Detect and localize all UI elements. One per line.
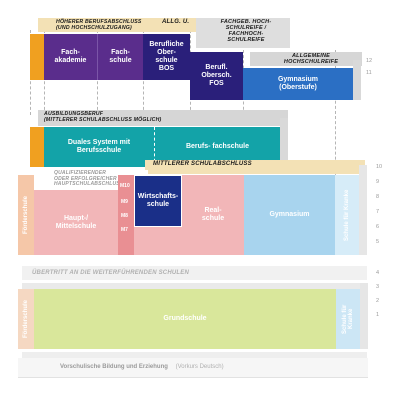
primar-top-face [22, 283, 367, 289]
vorschule-text: Vorschulische Bildung und Erziehung [60, 364, 168, 370]
grade-9: 9 [376, 179, 380, 185]
grade-4: 4 [376, 270, 380, 276]
sek2-header-fach: FACHGEB. HOCH- SCHULREIFE / FACHHOCH- SC… [196, 18, 290, 48]
gymnasium-oberstufe-box: Gymnasium (Oberstufe) [243, 68, 353, 100]
grade-5: 5 [376, 239, 380, 245]
grade-2: 2 [376, 298, 380, 304]
bos-box: Berufliche Ober- schule BOS [143, 34, 190, 80]
primar-right-edge [360, 283, 368, 349]
sek2-right-edge [353, 60, 361, 100]
hauptschule-box: Haupt-/ Mittelschule [34, 190, 118, 255]
sek2-header: HÖHERER BERUFSABSCHLUSS (UND HOCHSCHULZU… [38, 18, 193, 32]
realschule-box: Real- schule [182, 175, 244, 255]
sek2-orange-strip [30, 34, 44, 80]
ausbildung-right-edge [280, 118, 288, 167]
vorschule-band: Vorschulische Bildung und Erziehung (Vor… [18, 358, 368, 378]
fachakademie-box: Fach- akademie [44, 34, 97, 80]
foerderschule-primar: Förderschule [18, 289, 34, 349]
ausbildung-orange-strip [30, 127, 44, 167]
grade-11: 11 [366, 70, 372, 76]
wirtschaft-lower [134, 227, 182, 255]
uebertritt-band: ÜBERTRITT AN DIE WEITERFÜHRENDEN SCHULEN [22, 266, 367, 280]
grade-8: 8 [376, 194, 380, 200]
foerderschule-sek1: Förderschule [18, 175, 34, 255]
sek2-header-hoch: ALLGEMEINE HOCHSCHULREIFE [250, 52, 362, 66]
gymnasium-box: Gymnasium [244, 175, 335, 255]
grade-10: 10 [376, 164, 383, 170]
ausbildung-header: AUSBILDUNGSBERUF (MITTLERER SCHULABSCHLU… [38, 110, 288, 126]
vorkurs-text: (Vorkurs Deutsch) [175, 364, 224, 370]
wirtschaftsschule-box: Wirtschafts- schule [134, 175, 182, 227]
vorschule-top-face [22, 352, 367, 358]
schule-fuer-kranke-primar: Schule für Kranke [336, 289, 360, 349]
m-class-8: M8 [121, 213, 128, 219]
grade-3: 3 [376, 284, 380, 290]
m-class-10: M10 [120, 183, 130, 189]
schule-fuer-kranke-sek1: Schule für Kranke [335, 175, 359, 255]
sek1-right-edge [359, 165, 367, 255]
grundschule-box: Grundschule [34, 289, 336, 349]
guide-line [335, 50, 336, 180]
fachschule-box: Fach- schule [97, 34, 143, 80]
duales-system-box: Duales System mit Berufsschule [44, 127, 154, 167]
m-class-9: M9 [121, 199, 128, 205]
grade-1: 1 [376, 312, 380, 318]
grade-7: 7 [376, 209, 380, 215]
mittlerer-schulabschluss-header: MITTLERER SCHULABSCHLUSS [145, 160, 365, 174]
grade-6: 6 [376, 224, 380, 230]
fos-box: Berufl. Obersch. FOS [190, 52, 243, 100]
grade-12: 12 [366, 58, 373, 64]
sek2-header-allg: ALLG. U. [158, 18, 198, 32]
m-class-strip: M10 M9 M8 M7 [118, 175, 134, 255]
m-class-7: M7 [121, 227, 128, 233]
